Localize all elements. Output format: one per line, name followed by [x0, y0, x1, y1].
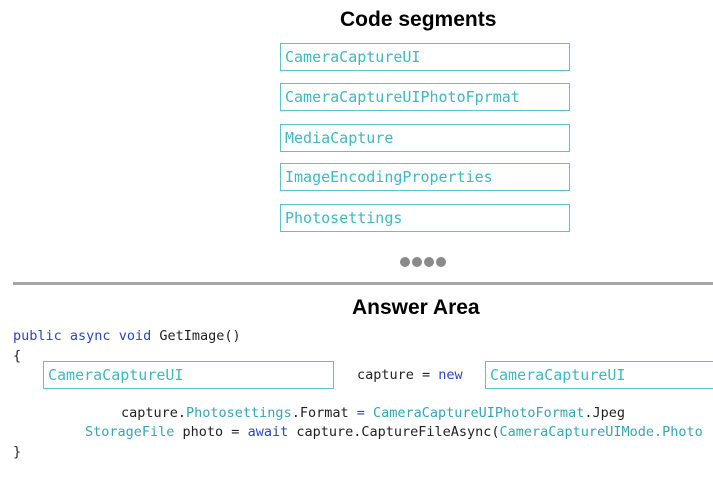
keyword-public: public: [13, 328, 62, 344]
segment-camera-capture-ui[interactable]: CameraCaptureUI: [280, 43, 570, 71]
photo-var: photo =: [174, 424, 248, 440]
open-brace: {: [13, 348, 22, 364]
close-brace: }: [13, 444, 22, 460]
code-segments-heading: Code segments: [340, 8, 497, 31]
dot: [412, 257, 422, 267]
code-line-capture: StorageFile photo = await capture.Captur…: [85, 424, 703, 440]
answer-area-heading: Answer Area: [352, 296, 480, 319]
format-prop: .Format: [291, 405, 349, 421]
dot: [436, 257, 446, 267]
keyword-await: await: [247, 424, 289, 440]
capture-eq-text: capture =: [357, 367, 431, 383]
dot: [400, 257, 410, 267]
answer-slot-2[interactable]: CameraCaptureUI: [485, 361, 713, 389]
keyword-new: new: [438, 367, 463, 383]
method-name: GetImage(): [159, 328, 241, 344]
segment-media-capture[interactable]: MediaCapture: [280, 124, 570, 152]
dot: [424, 257, 434, 267]
storagefile-type: StorageFile: [85, 424, 175, 440]
code-line-format: capture.Photosettings.Format = CameraCap…: [121, 405, 625, 421]
keyword-void: void: [118, 328, 152, 344]
segment-photosettings[interactable]: Photosettings: [280, 204, 570, 232]
code-line-signature: public async void GetImage(): [13, 328, 241, 344]
capture-prefix: capture.: [121, 405, 187, 421]
more-segments-indicator[interactable]: [400, 257, 446, 267]
capture-call: capture.CaptureFileAsync(: [288, 424, 500, 440]
segment-image-encoding-properties[interactable]: ImageEncodingProperties: [280, 163, 570, 191]
photosettings-prop: Photosettings: [186, 405, 292, 421]
photo-format-type: CameraCaptureUIPhotoFormat: [373, 405, 585, 421]
code-capture-assign: capture = new: [357, 367, 463, 383]
jpeg-value: .Jpeg: [584, 405, 625, 421]
segment-camera-capture-ui-photo-format[interactable]: CameraCaptureUIPhotoFprmat: [280, 83, 570, 111]
answer-slot-1[interactable]: CameraCaptureUI: [43, 361, 334, 389]
keyword-async: async: [69, 328, 111, 344]
assign-operator: =: [348, 405, 373, 421]
section-divider: [13, 282, 713, 285]
capture-mode-arg: CameraCaptureUIMode.Photo: [499, 424, 703, 440]
